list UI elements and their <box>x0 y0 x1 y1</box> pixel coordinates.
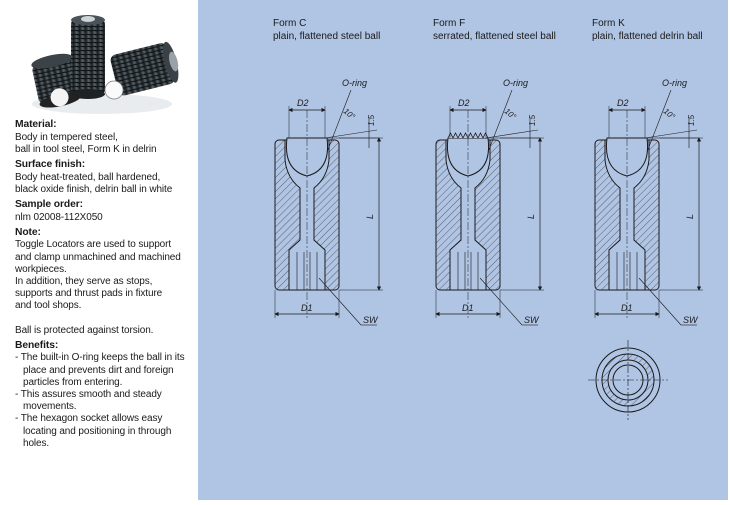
surface-finish-heading: Surface finish: <box>15 159 86 170</box>
note-line: Toggle Locators are used to support <box>15 239 172 251</box>
sw-leader <box>479 277 523 326</box>
material-heading: Material: <box>15 119 57 130</box>
note-heading: Note: <box>15 226 41 238</box>
product-description: Material: Body in tempered steel, ball i… <box>15 116 197 450</box>
sample-order-heading: Sample order: <box>15 199 83 210</box>
benefit-item: - This assures smooth and steady movemen… <box>15 389 162 413</box>
benefits-list: - The built-in O-ring keeps the ball in … <box>15 352 197 450</box>
benefit-item: - The built-in O-ring keeps the ball in … <box>15 352 185 388</box>
sw-label: SW <box>524 315 540 325</box>
d2-label: D2 <box>458 98 470 108</box>
angle-label: 10° <box>503 107 519 122</box>
angle-label: 10° <box>342 107 358 122</box>
benefit-item: - The hexagon socket allows easy locatin… <box>15 413 172 449</box>
form-k-title: Form K plain, flattened delrin ball <box>592 18 703 42</box>
technical-drawing-panel: Form C plain, flattened steel ball Form … <box>198 0 728 500</box>
note-spacer <box>15 313 197 325</box>
surface-finish-line: black oxide finish, delrin ball in white <box>15 183 173 195</box>
height-label: 1.5 <box>687 114 696 126</box>
form-c-title: Form C plain, flattened steel ball <box>273 18 381 42</box>
note-line: workpieces. <box>15 263 67 275</box>
sw-leader <box>318 277 362 326</box>
angle-line <box>485 129 539 139</box>
oring-label: O-ring <box>662 78 687 88</box>
form-f-title: Form F serrated, flattened steel ball <box>433 18 556 42</box>
product-photo <box>31 15 179 114</box>
height-label: 1.5 <box>528 114 537 126</box>
note-line: and clamp unmachined and machined <box>15 251 181 263</box>
oring-label: O-ring <box>503 78 528 88</box>
product-info-column: Material: Body in tempered steel, ball i… <box>0 0 198 505</box>
length-label: L <box>365 214 375 219</box>
surface-finish-line: Body heat-treated, ball hardened, <box>15 171 161 183</box>
length-label: L <box>685 214 695 219</box>
sample-order-value: nlm 02008-112X050 <box>15 211 103 223</box>
oring-label: O-ring <box>342 78 367 88</box>
d1-label: D1 <box>301 303 313 313</box>
d2-label: D2 <box>297 98 309 108</box>
material-line: ball in tool steel, Form K in delrin <box>15 143 157 155</box>
angle-line <box>324 129 378 139</box>
sw-label: SW <box>683 315 699 325</box>
material-line: Body in tempered steel, <box>15 131 118 143</box>
d1-label: D1 <box>621 303 633 313</box>
end-view-circle <box>588 340 668 420</box>
note-line: supports and thrust pads in fixture <box>15 288 163 300</box>
oring-leader <box>326 89 352 153</box>
length-label: L <box>526 214 536 219</box>
oring-leader <box>487 89 513 153</box>
d2-label: D2 <box>617 98 629 108</box>
sw-label: SW <box>363 315 379 325</box>
note-line: Ball is protected against torsion. <box>15 324 154 336</box>
note-line: In addition, they serve as stops, <box>15 276 153 287</box>
angle-line <box>644 129 698 139</box>
note-line: and tool shops. <box>15 300 82 312</box>
height-label: 1.5 <box>367 114 376 126</box>
angle-label: 10° <box>662 107 678 122</box>
oring-leader <box>646 89 672 153</box>
sw-leader <box>638 277 682 326</box>
benefits-heading: Benefits: <box>15 339 59 351</box>
d1-label: D1 <box>462 303 474 313</box>
